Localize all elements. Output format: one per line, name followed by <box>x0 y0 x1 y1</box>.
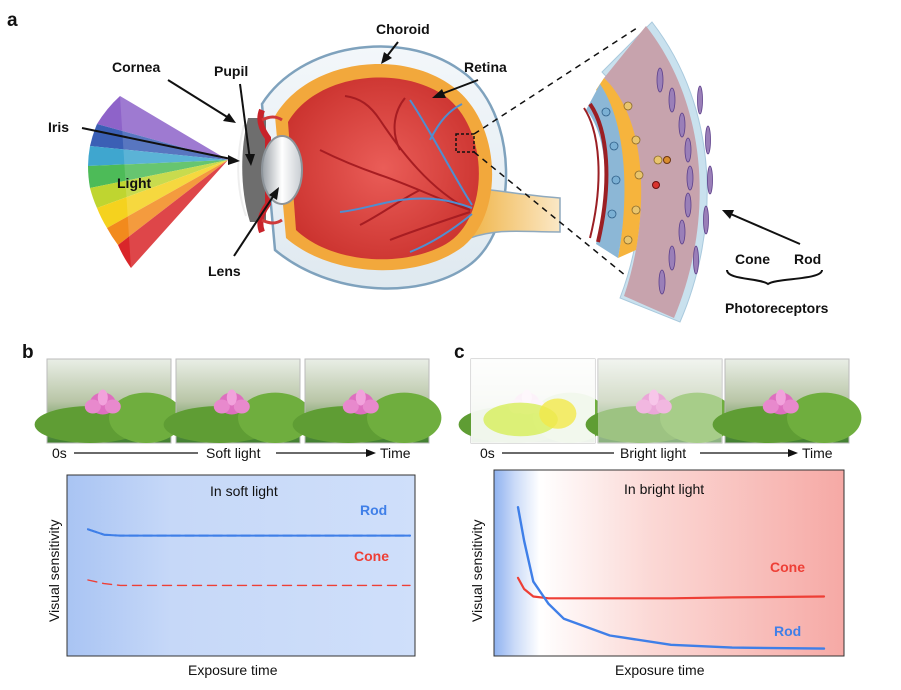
panel-b-photo-strip <box>34 358 442 444</box>
chart-soft-rod-label: Rod <box>360 502 387 518</box>
cornea-pointer <box>167 79 233 121</box>
lens-pointer <box>233 191 277 257</box>
chart-bright-ylabel: Visual sensitivity <box>469 520 485 622</box>
panel-b-time-end: Time <box>380 445 411 461</box>
panel-b-lotus-2 <box>213 389 250 415</box>
panel-b-photo-3 <box>292 358 442 444</box>
chart-bright-light: In bright light Visual sensitivity Expos… <box>469 469 845 678</box>
light-label: Light <box>117 175 152 191</box>
choroid-pointer-head <box>381 52 392 64</box>
lens-label: Lens <box>208 263 241 279</box>
rod-arrowhead <box>722 210 734 219</box>
panel-c-lotus-3 <box>762 389 799 415</box>
chart-soft-plot-area <box>66 474 416 657</box>
pupil-label: Pupil <box>214 63 248 79</box>
rod-arrow <box>725 211 801 245</box>
chart-bright-xlabel: Exposure time <box>615 662 705 678</box>
panel-b-photo-1 <box>34 358 184 444</box>
zoom-line-top <box>473 25 641 135</box>
panel-c-photo-2 <box>585 358 735 444</box>
chart-soft-light: In soft light Visual sensitivity Exposur… <box>46 474 416 678</box>
light-spectrum-fan <box>88 96 228 268</box>
panel-c-photo-1 <box>458 358 608 444</box>
iris-pointer <box>81 127 237 161</box>
panel-b-time-mid: Soft light <box>206 445 261 461</box>
cornea-label: Cornea <box>112 59 160 75</box>
choroid-label: Choroid <box>376 21 430 37</box>
rod-label: Rod <box>794 251 821 267</box>
retina-label: Retina <box>464 59 507 75</box>
chart-bright-plot-area <box>493 469 845 657</box>
panel-c-time-start: 0s <box>480 445 495 461</box>
panel-c-photo-strip <box>458 358 862 444</box>
panel-a-label: a <box>7 10 18 31</box>
photoreceptor-brace <box>726 269 823 286</box>
panel-c-time-arrowhead <box>788 449 798 457</box>
panel-b-time-start: 0s <box>52 445 67 461</box>
retina-pointer-head <box>432 89 446 98</box>
panel-c-time-mid: Bright light <box>620 445 686 461</box>
panel-c-label: c <box>454 342 465 363</box>
iris-pointer-head <box>228 155 240 165</box>
panel-b-time-arrowhead <box>366 449 376 457</box>
panel-b-label: b <box>22 342 34 363</box>
retina-cross-section <box>583 21 713 323</box>
panel-b-photo-2 <box>163 358 313 444</box>
photoreceptors-label: Photoreceptors <box>725 300 829 316</box>
chart-soft-ylabel: Visual sensitivity <box>46 520 62 622</box>
panel-c-lotus-2 <box>635 389 672 415</box>
panel-b-lotus-1 <box>84 389 121 415</box>
chart-bright-rod-line-dashed <box>517 506 825 650</box>
pupil-pointer <box>239 83 251 161</box>
chart-soft-cone-line <box>87 579 411 587</box>
panel-c-photo-3 <box>712 358 862 444</box>
chart-bright-cone-line-dashed <box>517 577 825 599</box>
panel-c-time-end: Time <box>802 445 833 461</box>
chart-soft-cone-label: Cone <box>354 548 389 564</box>
cornea-pointer-head <box>223 113 236 123</box>
chart-soft-rod-line-dashed <box>87 528 411 537</box>
chart-bright-cone-label: Cone <box>770 559 805 575</box>
chart-bright-rod-label: Rod <box>774 623 801 639</box>
chart-bright-title: In bright light <box>624 481 704 497</box>
lens-pointer-head <box>269 187 279 200</box>
cone-label: Cone <box>735 251 770 267</box>
panel-b-lotus-3 <box>342 389 379 415</box>
pupil-pointer-head <box>245 154 255 166</box>
eyeball <box>237 45 561 290</box>
retina-zoom-box <box>455 133 475 153</box>
chart-soft-xlabel: Exposure time <box>188 662 278 678</box>
iris-label: Iris <box>48 119 69 135</box>
chart-soft-title: In soft light <box>210 483 278 499</box>
